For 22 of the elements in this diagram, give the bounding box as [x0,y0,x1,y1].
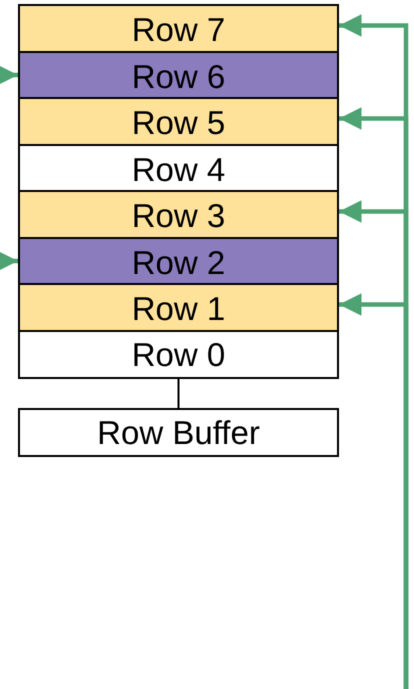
row-box [18,4,339,53]
row-label: Row 4 [132,152,226,186]
row-label: Row 0 [132,338,226,370]
connector-line [178,378,180,408]
row-label: Row 6 [132,60,226,92]
row-label: Row 2 [132,246,226,278]
row-box [18,97,339,146]
row-label: Row 3 [132,199,226,232]
row-box [18,50,339,100]
row-box [18,190,339,239]
arrow [0,250,18,272]
buffer-box [18,408,339,457]
arrow [339,293,408,689]
row-box [18,283,339,332]
row-box [18,236,339,286]
row-label: Row 1 [132,292,226,325]
row-box [18,330,339,378]
row-box [18,144,339,192]
row-label: Row 7 [132,13,226,46]
row-label: Row 5 [132,106,226,139]
arrow [0,64,18,86]
row-label: Row Buffer [97,416,260,449]
